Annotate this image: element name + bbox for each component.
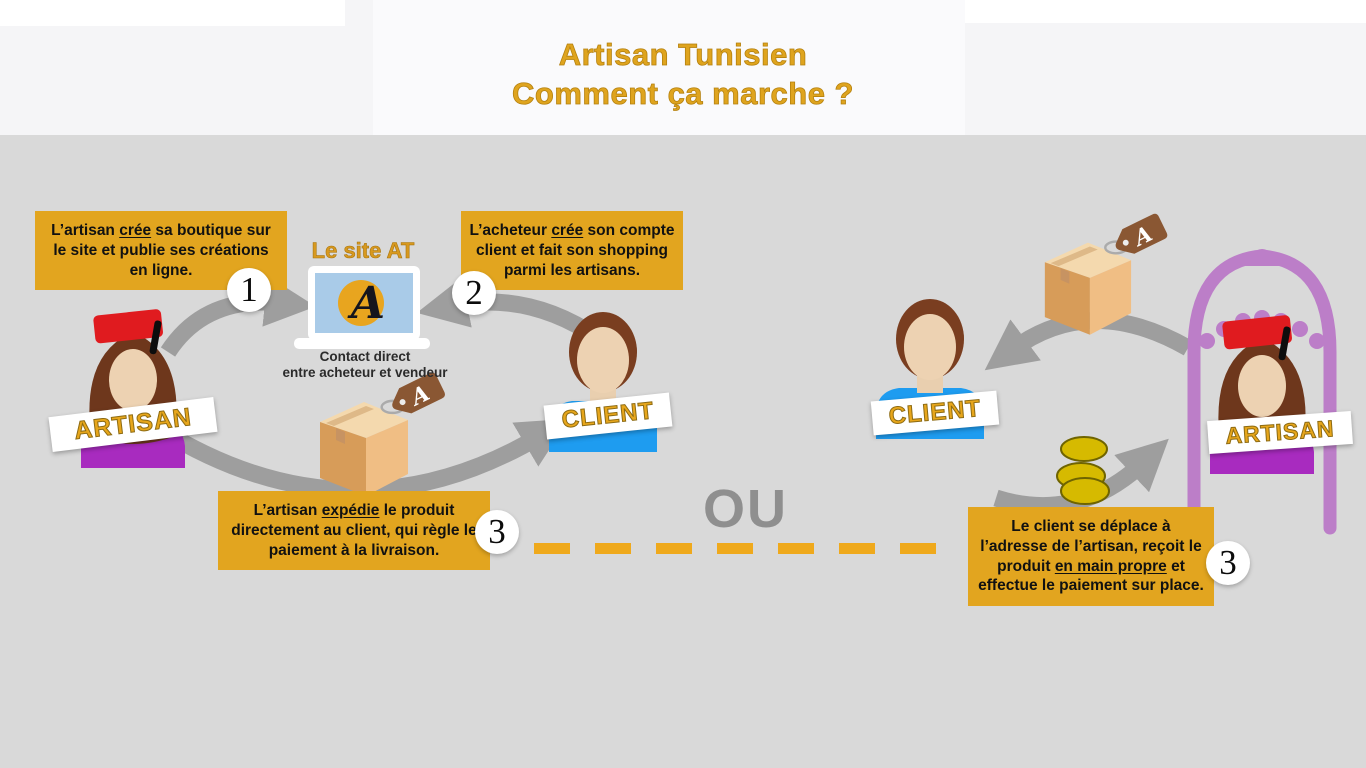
arrow-artisan-to-site xyxy=(160,275,316,357)
step1-text-underlined: crée xyxy=(119,222,152,239)
step3-left-text-pre: L’artisan xyxy=(253,502,322,519)
step2-box: L’acheteur crée son compte client et fai… xyxy=(461,211,683,291)
step3-right-text-underlined: en main propre xyxy=(1054,557,1167,575)
laptop-icon: A xyxy=(294,266,430,349)
step3-left-text-post: le produit directement au client, qui rè… xyxy=(231,502,477,559)
header-white-strip-left xyxy=(0,0,345,26)
step2-text-underlined: crée xyxy=(551,222,584,239)
step2-text-post: son compte client et fait son shopping p… xyxy=(475,222,675,279)
page-title-line2: Comment ça marche ? xyxy=(512,75,854,111)
step1-number-badge: 1 xyxy=(227,268,271,312)
site-logo-circle xyxy=(338,280,384,326)
step3-left-text-underlined: expédie xyxy=(321,502,380,519)
coins-icon xyxy=(1056,436,1110,505)
or-divider-text: OU xyxy=(703,479,788,539)
page-title-line1: Artisan Tunisien xyxy=(558,37,808,73)
page-title: Artisan Tunisien Comment ça marche ? xyxy=(0,36,1366,114)
step3-right-text-pre: Le client se déplace à l’adresse de l’ar… xyxy=(980,518,1202,575)
step1-text-post: sa boutique sur le site et publie ses cr… xyxy=(53,222,271,279)
header-white-strip-right xyxy=(965,0,1366,23)
arrow-artisan-to-client-delivery xyxy=(153,418,570,499)
package-right-icon xyxy=(1043,211,1171,336)
contact-caption-line1: Contact direct xyxy=(319,349,411,364)
contact-caption-line2: entre acheteur et vendeur xyxy=(282,365,448,381)
contact-direct-caption: Contact direct entre acheteur et vendeur xyxy=(270,349,460,381)
step2-number-badge: 2 xyxy=(452,271,496,315)
step3-left-number-badge: 3 xyxy=(475,510,519,554)
header-bright-panel xyxy=(373,0,965,135)
step3-right-text-post: et effectue le paiement sur place. xyxy=(978,557,1204,595)
step3-right-number-badge: 3 xyxy=(1206,541,1250,585)
step2-text-pre: L’acheteur xyxy=(469,222,552,239)
or-divider-dashed-line xyxy=(534,543,936,554)
site-at-label: Le site AT xyxy=(311,238,415,264)
site-logo-letter: A xyxy=(347,278,385,329)
step3-left-box: L’artisan expédie le produit directement… xyxy=(218,491,490,571)
step1-text-pre: L’artisan xyxy=(51,222,120,239)
step3-right-box: Le client se déplace à l’adresse de l’ar… xyxy=(968,507,1214,607)
